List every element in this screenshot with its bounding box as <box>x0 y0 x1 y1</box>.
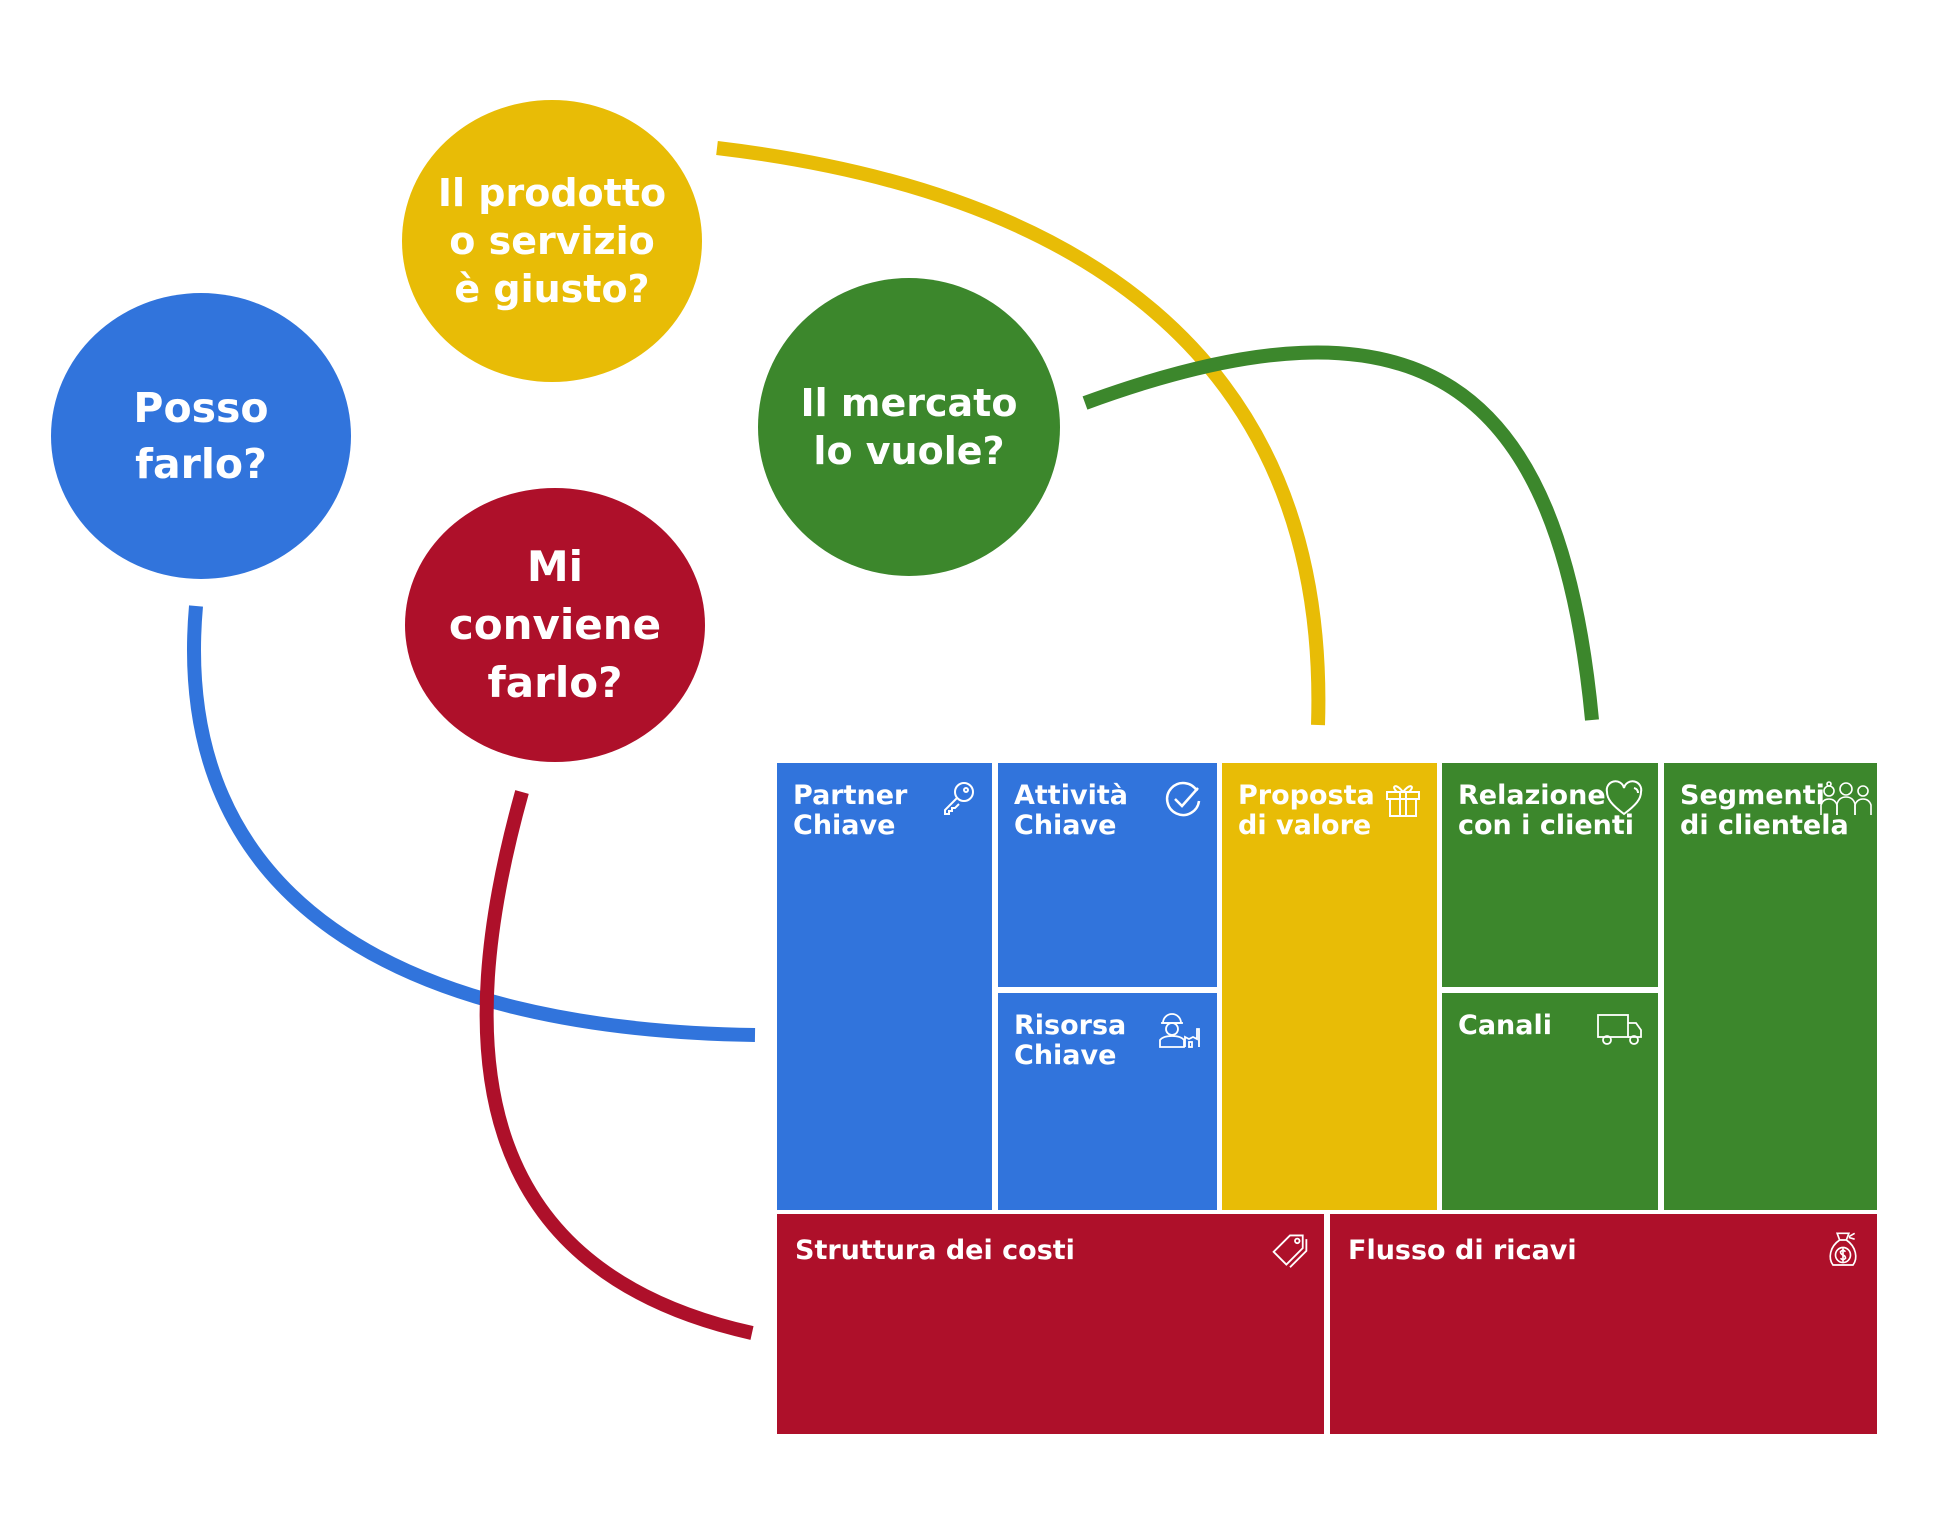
cell-label: Risorsa Chiave <box>1014 1010 1127 1071</box>
heart-icon <box>1605 780 1643 816</box>
cell-customer-segments: Segmenti di clientela <box>1664 763 1877 1210</box>
cell-value-proposition: Proposta di valore <box>1222 763 1437 1210</box>
cell-customer-relationships: Relazione con i clienti <box>1442 763 1658 987</box>
truck-icon <box>1597 1014 1642 1045</box>
question-text: Posso farlo? <box>133 384 269 488</box>
cell-cost-structure: Struttura dei costi <box>777 1214 1324 1434</box>
cell-label: Segmenti di clientela <box>1680 780 1849 841</box>
question-text: Il prodotto o servizio è giusto? <box>437 171 667 311</box>
connector-curve-red <box>479 790 754 1340</box>
cell-label: Proposta di valore <box>1238 780 1375 841</box>
question-bubble-feasibility: Posso farlo? <box>51 293 351 579</box>
cell-key-partners: Partner Chiave <box>777 763 992 1210</box>
check-circle-icon <box>1165 781 1201 817</box>
question-text: Il mercato lo vuole? <box>800 381 1018 473</box>
business-model-canvas: Partner Chiave Attività Chiave Risorsa C… <box>777 763 1877 1434</box>
price-tag-icon <box>1272 1234 1308 1268</box>
cell-label: Canali <box>1458 1010 1552 1041</box>
key-icon <box>944 782 974 815</box>
gift-icon <box>1386 785 1420 817</box>
cell-label: Attività Chiave <box>1014 780 1128 841</box>
cell-label: Partner Chiave <box>793 780 908 841</box>
cell-label: Struttura dei costi <box>795 1235 1075 1266</box>
question-bubble-product: Il prodotto o servizio è giusto? <box>402 100 702 382</box>
worker-factory-icon <box>1159 1013 1200 1048</box>
question-bubble-viability: Mi conviene farlo? <box>405 488 705 762</box>
cell-label: Relazione con i clienti <box>1458 780 1635 841</box>
connector-curve-green <box>1082 345 1599 721</box>
connector-curve-yellow <box>716 141 1326 726</box>
money-bag-icon <box>1829 1232 1857 1266</box>
cell-key-activities: Attività Chiave <box>998 763 1217 987</box>
cell-label: Flusso di ricavi <box>1348 1235 1577 1266</box>
people-group-icon <box>1820 781 1872 815</box>
question-bubble-market: Il mercato lo vuole? <box>758 278 1060 576</box>
question-text: Mi conviene farlo? <box>448 542 662 707</box>
cell-key-resources: Risorsa Chiave <box>998 993 1217 1210</box>
cell-revenue-streams: Flusso di ricavi <box>1330 1214 1877 1434</box>
connector-curve-blue <box>187 605 756 1042</box>
cell-channels: Canali <box>1442 993 1658 1210</box>
